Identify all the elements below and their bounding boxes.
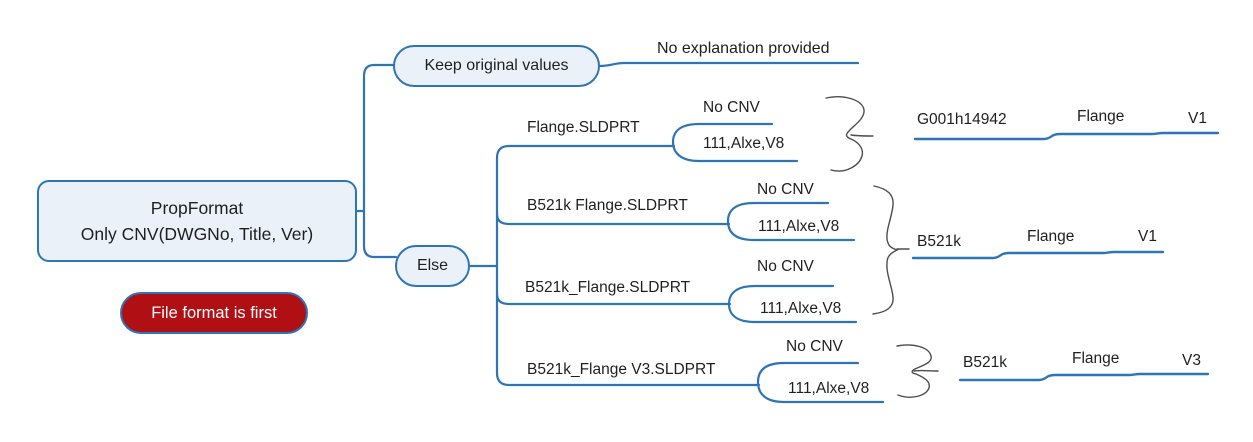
- else-trunk-down-line: [495, 264, 761, 387]
- note-pill: File format is first: [120, 292, 308, 334]
- curly-brace-2: [872, 185, 899, 315]
- case1-option-bottom: 111,Alxe,V8: [703, 135, 785, 152]
- else-trunk-up-line: [495, 144, 676, 268]
- result2-ver: V1: [1138, 228, 1157, 245]
- case4-file-label: B521k_Flange V3.SLDPRT: [527, 361, 716, 378]
- result3-title: Flange: [1072, 350, 1120, 367]
- keep-original-values-node: Keep original values: [393, 45, 600, 87]
- result-underline-1: [913, 131, 1220, 141]
- case3-option-bottom: 111,Alxe,V8: [760, 300, 842, 317]
- fork-3: [727, 284, 858, 324]
- note-pill-label: File format is first: [151, 303, 277, 322]
- result3-dwgno: B521k: [963, 354, 1007, 371]
- keep-node-label: Keep original values: [424, 57, 569, 74]
- result1-dwgno: G001h14942: [917, 111, 1007, 128]
- result3-ver: V3: [1182, 352, 1201, 369]
- fork-2: [726, 201, 856, 242]
- case1-option-top: No CNV: [703, 99, 760, 116]
- case1-file-label: Flange.SLDPRT: [527, 119, 640, 136]
- branch2-line: [495, 212, 731, 226]
- case3-option-top: No CNV: [757, 258, 814, 275]
- result2-dwgno: B521k: [917, 233, 961, 250]
- else-node: Else: [395, 245, 470, 287]
- case4-option-bottom: 111,Alxe,V8: [788, 380, 870, 397]
- fork-4: [756, 361, 885, 404]
- curly-brace-3: [896, 344, 932, 398]
- root-trunk-line: [362, 63, 398, 259]
- branch3-line: [495, 292, 732, 306]
- root-node-title: PropFormat: [150, 198, 244, 218]
- fork-1: [671, 122, 799, 163]
- case3-file-label: B521k_Flange.SLDPRT: [525, 279, 691, 296]
- else-node-label: Else: [416, 257, 449, 274]
- result-underline-3: [958, 372, 1210, 382]
- keep-result-line: [598, 61, 860, 68]
- result1-ver: V1: [1188, 110, 1207, 127]
- case2-file-label: B521k Flange.SLDPRT: [527, 197, 688, 214]
- result1-title: Flange: [1077, 108, 1125, 125]
- curly-brace-1: [825, 96, 865, 172]
- case2-option-bottom: 111,Alxe,V8: [758, 218, 840, 235]
- case4-option-top: No CNV: [786, 338, 843, 355]
- result2-title: Flange: [1027, 228, 1075, 245]
- curly-brace-1-dash: [850, 134, 874, 137]
- root-node: PropFormat Only CNV(DWGNo, Title, Ver): [37, 180, 357, 262]
- keep-result-label: No explanation provided: [657, 40, 830, 57]
- result-underline-2: [911, 250, 1165, 260]
- root-node-subtitle: Only CNV(DWGNo, Title, Ver): [80, 224, 314, 244]
- case2-option-top: No CNV: [757, 181, 814, 198]
